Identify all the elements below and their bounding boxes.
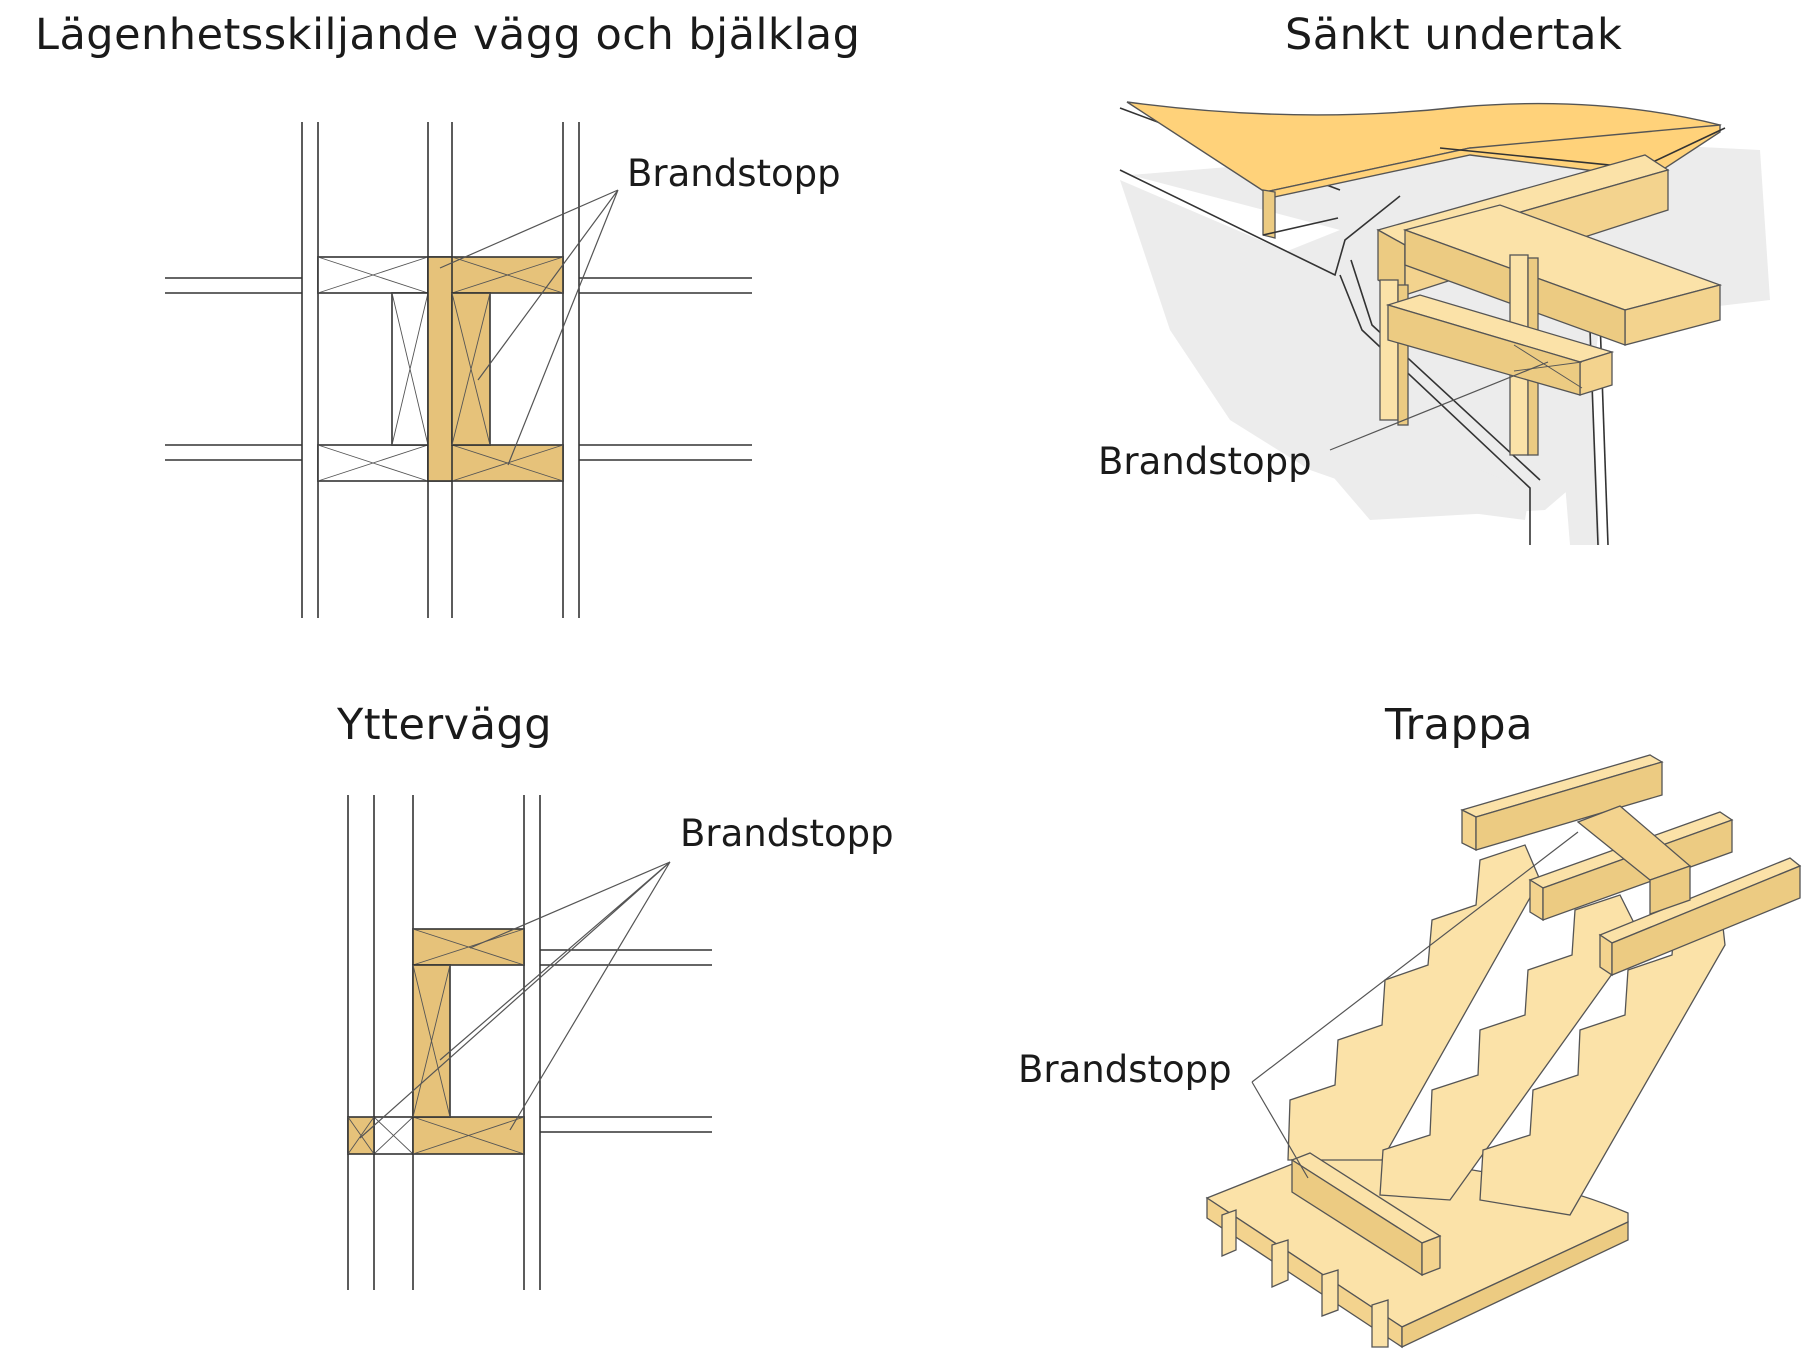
callout-fire-stop-staircase: Brandstopp	[1018, 1048, 1232, 1091]
exterior-wall-section	[347, 795, 712, 1290]
callout-fire-stop-lowered-ceiling: Brandstopp	[1098, 440, 1312, 483]
fire-stop-beam	[1387, 304, 1581, 396]
callout-fire-stop-party-wall: Brandstopp	[627, 152, 841, 195]
lowered-ceiling-illustration	[1119, 101, 1770, 546]
panel-title-staircase: Trappa	[1385, 700, 1533, 750]
panel-title-lowered-ceiling: Sänkt undertak	[1285, 10, 1623, 60]
panel-title-party-wall: Lägenhetsskiljande vägg och bjälklag	[35, 10, 861, 60]
fire-stop-vertical	[427, 256, 453, 482]
ceiling-board	[1126, 101, 1722, 193]
panel-title-exterior-wall: Yttervägg	[337, 700, 553, 750]
callout-fire-stop-exterior-wall: Brandstopp	[680, 812, 894, 855]
party-wall-section	[165, 122, 752, 618]
staircase-illustration	[1205, 754, 1802, 1349]
